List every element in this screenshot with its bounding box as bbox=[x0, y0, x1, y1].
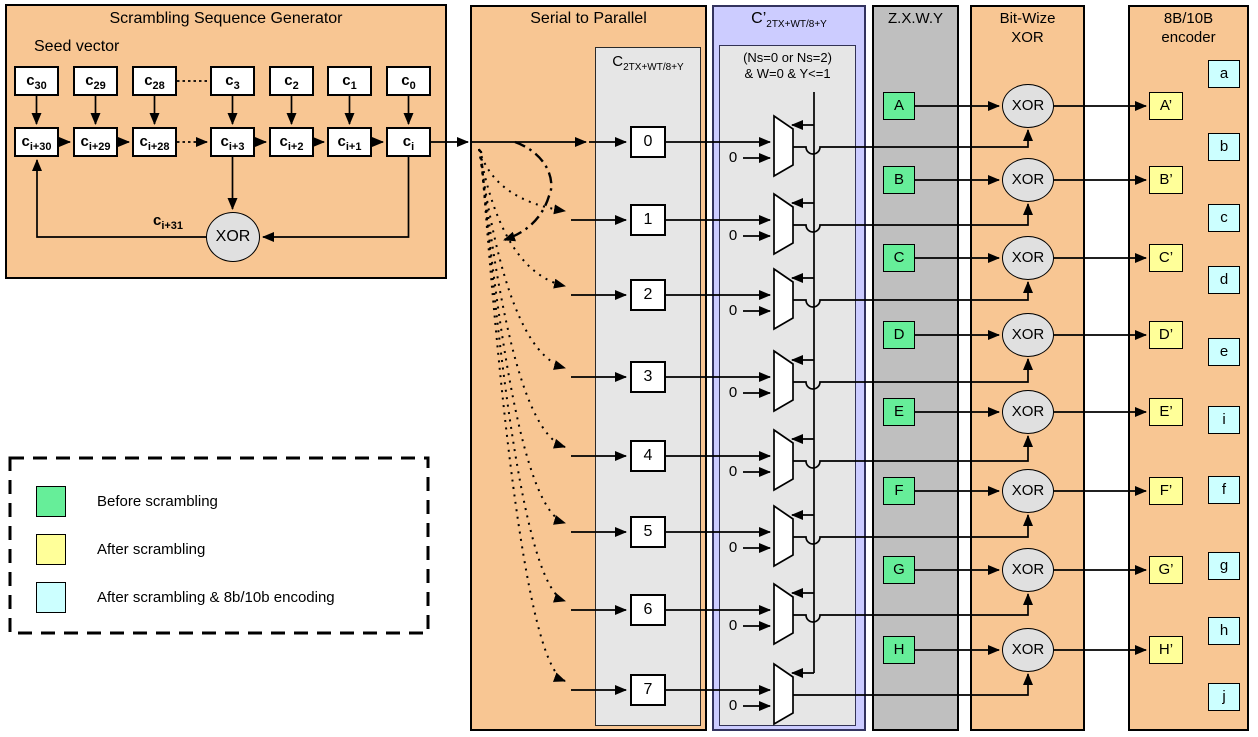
zxwy-title: Z.X.W.Y bbox=[887, 10, 943, 27]
serial-to-parallel-title: Serial to Parallel bbox=[530, 10, 647, 27]
xor-gate-D: XOR bbox=[1002, 313, 1054, 357]
encoded-bit-d: d bbox=[1208, 266, 1240, 294]
encoder-title-line2: encoder bbox=[1161, 29, 1216, 46]
seed-cell-c28: c28 bbox=[132, 66, 177, 96]
register-cell-ci2: ci+2 bbox=[269, 127, 314, 157]
bit-box-2: 2 bbox=[630, 279, 666, 311]
scrambled-box-D: D’ bbox=[1149, 321, 1183, 349]
bit-box-7: 7 bbox=[630, 674, 666, 706]
byte-box-H: H bbox=[883, 636, 915, 664]
xor-gate-E: XOR bbox=[1002, 390, 1054, 434]
register-cell-ci29: ci+29 bbox=[73, 127, 118, 157]
xor-gate-B: XOR bbox=[1002, 158, 1054, 202]
scrambled-box-H: H’ bbox=[1149, 636, 1183, 664]
bit-box-1: 1 bbox=[630, 204, 666, 236]
encoded-bit-a: a bbox=[1208, 60, 1240, 88]
xor-gate-C: XOR bbox=[1002, 236, 1054, 280]
register-cell-ci30: ci+30 bbox=[14, 127, 59, 157]
legend-label-after-scrambling: After scrambling bbox=[97, 541, 206, 558]
xor-gate-G: XOR bbox=[1002, 548, 1054, 592]
encoded-bit-b: b bbox=[1208, 133, 1240, 161]
encoder-title-line1: 8B/10B bbox=[1163, 10, 1214, 27]
bit-box-6: 6 bbox=[630, 594, 666, 626]
seed-cell-c0: c0 bbox=[386, 66, 431, 96]
scrambled-box-G: G’ bbox=[1149, 556, 1183, 584]
byte-box-D: D bbox=[883, 321, 915, 349]
scrambled-box-E: E’ bbox=[1149, 398, 1183, 426]
byte-box-F: F bbox=[883, 477, 915, 505]
legend-label-before-scrambling: Before scrambling bbox=[97, 493, 218, 510]
byte-box-C: C bbox=[883, 244, 915, 272]
xor-gate-H: XOR bbox=[1002, 628, 1054, 672]
register-cell-ci: ci bbox=[386, 127, 431, 157]
mux-zero-label-2: 0 bbox=[728, 302, 738, 319]
seed-cell-c2: c2 bbox=[269, 66, 314, 96]
register-cell-ci28: ci+28 bbox=[132, 127, 177, 157]
scrambled-box-F: F’ bbox=[1149, 477, 1183, 505]
encoded-bit-e: e bbox=[1208, 338, 1240, 366]
scrambler-title: Scrambling Sequence Generator bbox=[109, 10, 343, 27]
encoded-bit-g: g bbox=[1208, 552, 1240, 580]
bitwise-xor-title-line1: Bit-Wize bbox=[999, 10, 1056, 27]
bit-box-0: 0 bbox=[630, 126, 666, 158]
seed-cell-c1: c1 bbox=[327, 66, 372, 96]
byte-box-G: G bbox=[883, 556, 915, 584]
mux-condition-line2: & W=0 & Y<=1 bbox=[744, 66, 831, 81]
encoded-bit-i: i bbox=[1208, 406, 1240, 434]
legend-label-after-encoding: After scrambling & 8b/10b encoding bbox=[97, 589, 335, 606]
encoded-bit-h: h bbox=[1208, 617, 1240, 645]
xor-gate-A: XOR bbox=[1002, 84, 1054, 128]
bitwise-xor-title-line2: XOR bbox=[1011, 29, 1044, 46]
mux-zero-label-3: 0 bbox=[728, 384, 738, 401]
parallel-register-label: C2TX+WT/8+Y bbox=[612, 53, 684, 73]
legend-swatch-after-scrambling bbox=[36, 534, 66, 565]
mux-zero-label-5: 0 bbox=[728, 539, 738, 556]
mux-zero-label-7: 0 bbox=[728, 697, 738, 714]
encoder-panel bbox=[1128, 5, 1249, 731]
feedback-label: ci+31 bbox=[152, 212, 184, 232]
mux-zero-label-4: 0 bbox=[728, 463, 738, 480]
xor-gate-F: XOR bbox=[1002, 469, 1054, 513]
bit-box-3: 3 bbox=[630, 361, 666, 393]
legend-swatch-after-encoding bbox=[36, 582, 66, 613]
scrambled-box-C: C’ bbox=[1149, 244, 1183, 272]
scrambled-box-B: B’ bbox=[1149, 166, 1183, 194]
seed-cell-c29: c29 bbox=[73, 66, 118, 96]
bit-box-5: 5 bbox=[630, 516, 666, 548]
cprime-title: C’2TX+WT/8+Y bbox=[751, 10, 827, 31]
scrambled-box-A: A’ bbox=[1149, 92, 1183, 120]
mux-zero-label-0: 0 bbox=[728, 149, 738, 166]
byte-box-A: A bbox=[883, 92, 915, 120]
legend-swatch-before-scrambling bbox=[36, 486, 66, 517]
seed-vector-label: Seed vector bbox=[34, 38, 120, 55]
encoded-bit-c: c bbox=[1208, 204, 1240, 232]
encoded-bit-j: j bbox=[1208, 683, 1240, 711]
register-cell-ci3: ci+3 bbox=[210, 127, 255, 157]
byte-box-B: B bbox=[883, 166, 915, 194]
mux-zero-label-6: 0 bbox=[728, 617, 738, 634]
register-cell-ci1: ci+1 bbox=[327, 127, 372, 157]
mux-zero-label-1: 0 bbox=[728, 227, 738, 244]
byte-box-E: E bbox=[883, 398, 915, 426]
seed-cell-c3: c3 bbox=[210, 66, 255, 96]
mux-condition-line1: (Ns=0 or Ns=2) bbox=[743, 50, 832, 65]
seed-cell-c30: c30 bbox=[14, 66, 59, 96]
scrambler-xor-gate: XOR bbox=[206, 212, 260, 262]
encoded-bit-f: f bbox=[1208, 476, 1240, 504]
bit-box-4: 4 bbox=[630, 440, 666, 472]
